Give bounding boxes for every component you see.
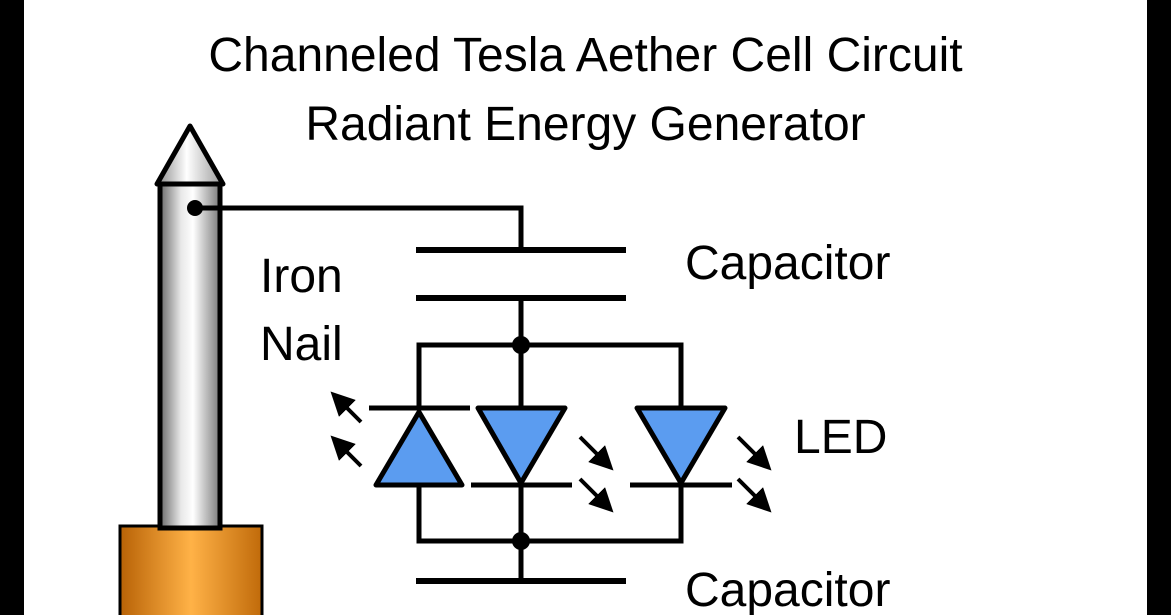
- led-left: [330, 391, 470, 492]
- capacitor-bottom-label: Capacitor: [685, 564, 891, 615]
- arrow-icon: [736, 477, 772, 513]
- arrow-icon: [736, 435, 772, 471]
- led-right-light-arrows: [736, 435, 772, 513]
- iron-label: Iron: [260, 250, 343, 303]
- iron-nail: [118, 123, 264, 615]
- led-center: [471, 405, 614, 513]
- led-right: [630, 405, 772, 513]
- wire-bottom-bus: [416, 485, 684, 544]
- arrow-icon: [330, 435, 363, 468]
- nail-tip: [154, 123, 226, 187]
- circuit-diagram: [118, 123, 772, 615]
- diagram-canvas: Channeled Tesla Aether Cell Circuit Radi…: [24, 0, 1147, 615]
- title-line-1: Channeled Tesla Aether Cell Circuit: [208, 29, 963, 82]
- arrow-icon: [330, 391, 363, 424]
- led-right-triangle: [634, 405, 728, 486]
- led-center-triangle: [475, 405, 568, 486]
- led-left-triangle: [373, 409, 465, 488]
- arrow-icon: [578, 435, 614, 471]
- arrow-icon: [578, 477, 614, 513]
- junction-dot-bottom: [512, 532, 530, 550]
- led-label: LED: [794, 411, 888, 464]
- title-line-2: Radiant Energy Generator: [305, 98, 866, 151]
- wire-top-bus: [416, 342, 684, 408]
- nail-base: [118, 524, 264, 615]
- nail-label: Nail: [260, 318, 343, 371]
- junction-dot-top: [512, 336, 530, 354]
- nail-shaft: [157, 180, 223, 531]
- wire-nail-to-capacitor: [195, 205, 524, 248]
- led-left-light-arrows: [330, 391, 363, 468]
- capacitor-top: [416, 247, 626, 301]
- capacitor-top-label: Capacitor: [685, 237, 891, 290]
- led-center-light-arrows: [578, 435, 614, 513]
